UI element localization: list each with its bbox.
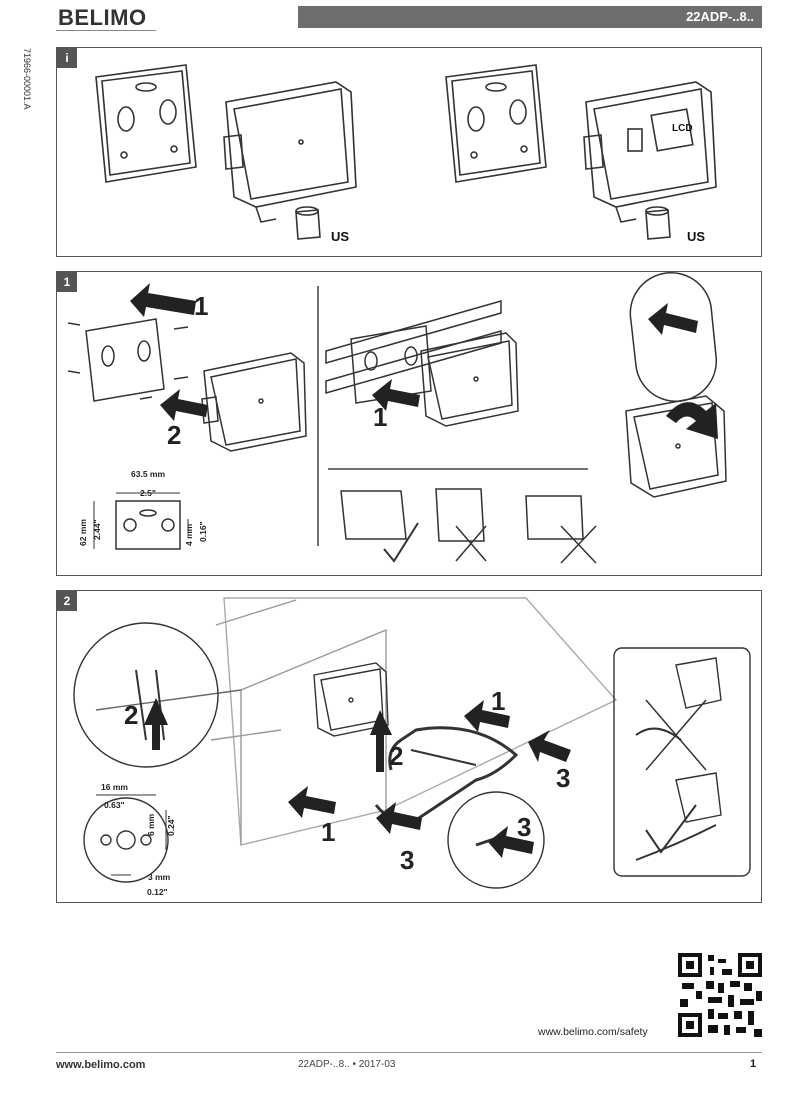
step-2-push-label: 2: [167, 420, 182, 450]
dim-diameter-mm: 16 mm: [101, 782, 128, 792]
us-label-left: US: [331, 229, 350, 244]
rail-step-1-label: 1: [373, 402, 388, 432]
footer-divider: [56, 1052, 762, 1053]
footer-document-info: 22ADP-..8.. • 2017-03: [298, 1059, 396, 1070]
dim-thickness-mm: 3 mm: [148, 872, 171, 882]
dim-hole-mm: 4 mm: [184, 523, 194, 546]
inset-step-3-label: 3: [517, 812, 532, 842]
panel-info-drawing: [95, 64, 717, 240]
dim-hole2-in: 0.24": [166, 815, 176, 836]
panel-step-1-tag: 1: [57, 272, 77, 292]
step-2-tube-label: 2: [389, 741, 404, 771]
lower-step-1-label: 1: [321, 817, 336, 847]
panel-step-2-tag: 2: [57, 591, 77, 611]
upper-step-1-label: 1: [491, 686, 506, 716]
panel-step-1-drawing: [67, 272, 727, 564]
logo-underline: [56, 30, 156, 31]
us-label-right: US: [687, 229, 706, 244]
lower-step-3-label: 3: [400, 845, 415, 875]
page-number: 1: [750, 1058, 757, 1070]
dim-thickness-in: 0.12": [147, 887, 168, 897]
lcd-label: LCD: [672, 123, 693, 134]
qr-code[interactable]: [678, 953, 762, 1037]
dim-width-mm: 63.5 mm: [131, 469, 166, 479]
dim-hole-in: 0.16": [198, 521, 208, 542]
panel-step-2-drawing: [73, 597, 751, 889]
step-1-push-label: 1: [194, 291, 209, 321]
safety-link[interactable]: www.belimo.com/safety: [538, 1026, 648, 1038]
panel-info-tag: i: [57, 48, 77, 68]
document-id: 71966-00001.A: [20, 48, 34, 158]
brand-logo: BELIMO: [58, 5, 147, 30]
dim-diameter-in: 0.63": [104, 800, 125, 810]
dim-height-in: 2.44": [92, 519, 102, 540]
dim-hole2-mm: 6 mm: [146, 813, 156, 836]
inset-step-2-label: 2: [124, 700, 139, 730]
dim-width-in: 2.5": [140, 488, 156, 498]
panel-step-2: [56, 590, 762, 903]
footer-website[interactable]: www.belimo.com: [56, 1059, 146, 1071]
document-id-text: 71966-00001.A: [22, 48, 32, 110]
right-step-3-label: 3: [556, 763, 571, 793]
product-code-bar: 22ADP-..8..: [298, 6, 762, 28]
dim-height-mm: 62 mm: [78, 519, 88, 546]
